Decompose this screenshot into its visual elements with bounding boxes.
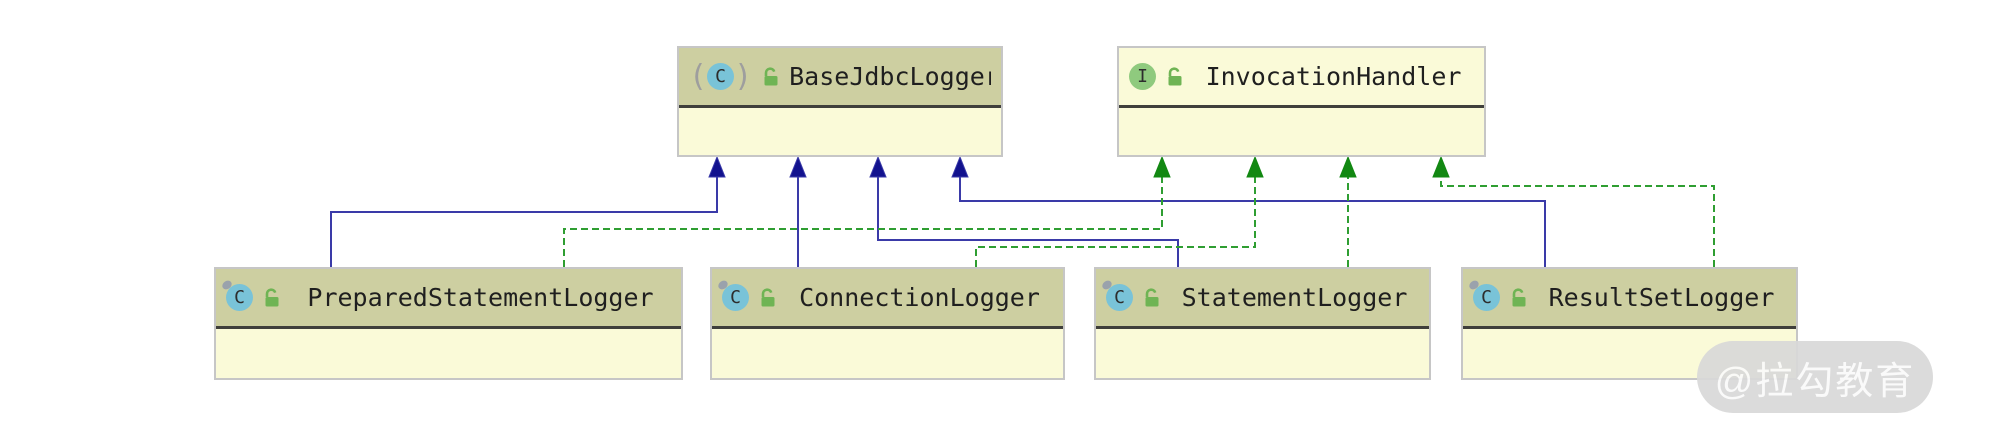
public-lock-icon bbox=[265, 288, 279, 307]
class-header: C PreparedStatementLogger bbox=[216, 269, 681, 329]
class-header: C ConnectionLogger bbox=[712, 269, 1063, 329]
extends-arrowhead-2 bbox=[789, 155, 807, 178]
class-header: C ResultSetLogger bbox=[1463, 269, 1796, 329]
implements-arrowhead-2 bbox=[1246, 155, 1264, 178]
class-node-connectionlogger[interactable]: C ConnectionLogger bbox=[710, 267, 1065, 380]
public-lock-icon bbox=[761, 288, 775, 307]
class-icon: C bbox=[1106, 284, 1133, 311]
class-node-resultsetlogger[interactable]: C ResultSetLogger bbox=[1461, 267, 1798, 380]
watermark-text: @拉勾教育 bbox=[1714, 360, 1916, 403]
implements-arrowhead-1 bbox=[1153, 155, 1171, 178]
interface-icon: I bbox=[1129, 63, 1156, 90]
class-body bbox=[712, 329, 1063, 378]
implements-arrowhead-4 bbox=[1432, 155, 1450, 178]
class-body bbox=[1096, 329, 1429, 378]
class-icon: C bbox=[707, 63, 735, 90]
extends-edge-resultsetlogger bbox=[959, 176, 1546, 267]
class-title: ResultSetLogger bbox=[1548, 283, 1775, 312]
extends-edge-statementlogger bbox=[877, 176, 1179, 267]
class-node-preparedstatementlogger[interactable]: C PreparedStatementLogger bbox=[214, 267, 683, 380]
extends-edges bbox=[330, 155, 1546, 267]
extends-edge-preparedstatementlogger bbox=[330, 176, 718, 267]
class-title: BaseJdbcLogger bbox=[789, 62, 991, 91]
class-body bbox=[1119, 108, 1484, 155]
implements-edges bbox=[563, 155, 1715, 267]
class-title: PreparedStatementLogger bbox=[307, 283, 654, 312]
class-icon: C bbox=[1473, 284, 1500, 311]
public-lock-icon bbox=[764, 67, 778, 86]
abstract-class-icon: C bbox=[689, 63, 752, 90]
class-title: ConnectionLogger bbox=[799, 283, 1040, 312]
implements-edge-connectionlogger bbox=[975, 176, 1256, 267]
extends-arrowhead-1 bbox=[708, 155, 726, 178]
public-lock-icon bbox=[1512, 288, 1526, 307]
watermark-badge: @拉勾教育 bbox=[1697, 341, 1933, 413]
class-body bbox=[679, 108, 1001, 155]
class-header: I InvocationHandler bbox=[1119, 48, 1484, 108]
implements-edge-preparedstatementlogger bbox=[563, 176, 1163, 267]
interface-node-invocationhandler[interactable]: I InvocationHandler bbox=[1117, 46, 1486, 157]
implements-arrowhead-3 bbox=[1339, 155, 1357, 178]
class-node-basejdbclogger[interactable]: C BaseJdbcLogger bbox=[677, 46, 1003, 157]
class-header: C StatementLogger bbox=[1096, 269, 1429, 329]
class-icon: C bbox=[226, 284, 253, 311]
public-lock-icon bbox=[1145, 288, 1159, 307]
class-header: C BaseJdbcLogger bbox=[679, 48, 1001, 108]
class-icon: C bbox=[722, 284, 749, 311]
interface-title: InvocationHandler bbox=[1205, 62, 1462, 91]
implements-edge-resultsetlogger bbox=[1440, 176, 1715, 267]
extends-arrowhead-4 bbox=[951, 155, 969, 178]
class-title: StatementLogger bbox=[1181, 283, 1408, 312]
class-body bbox=[216, 329, 681, 378]
class-node-statementlogger[interactable]: C StatementLogger bbox=[1094, 267, 1431, 380]
extends-arrowhead-3 bbox=[869, 155, 887, 178]
public-lock-icon bbox=[1168, 67, 1182, 86]
